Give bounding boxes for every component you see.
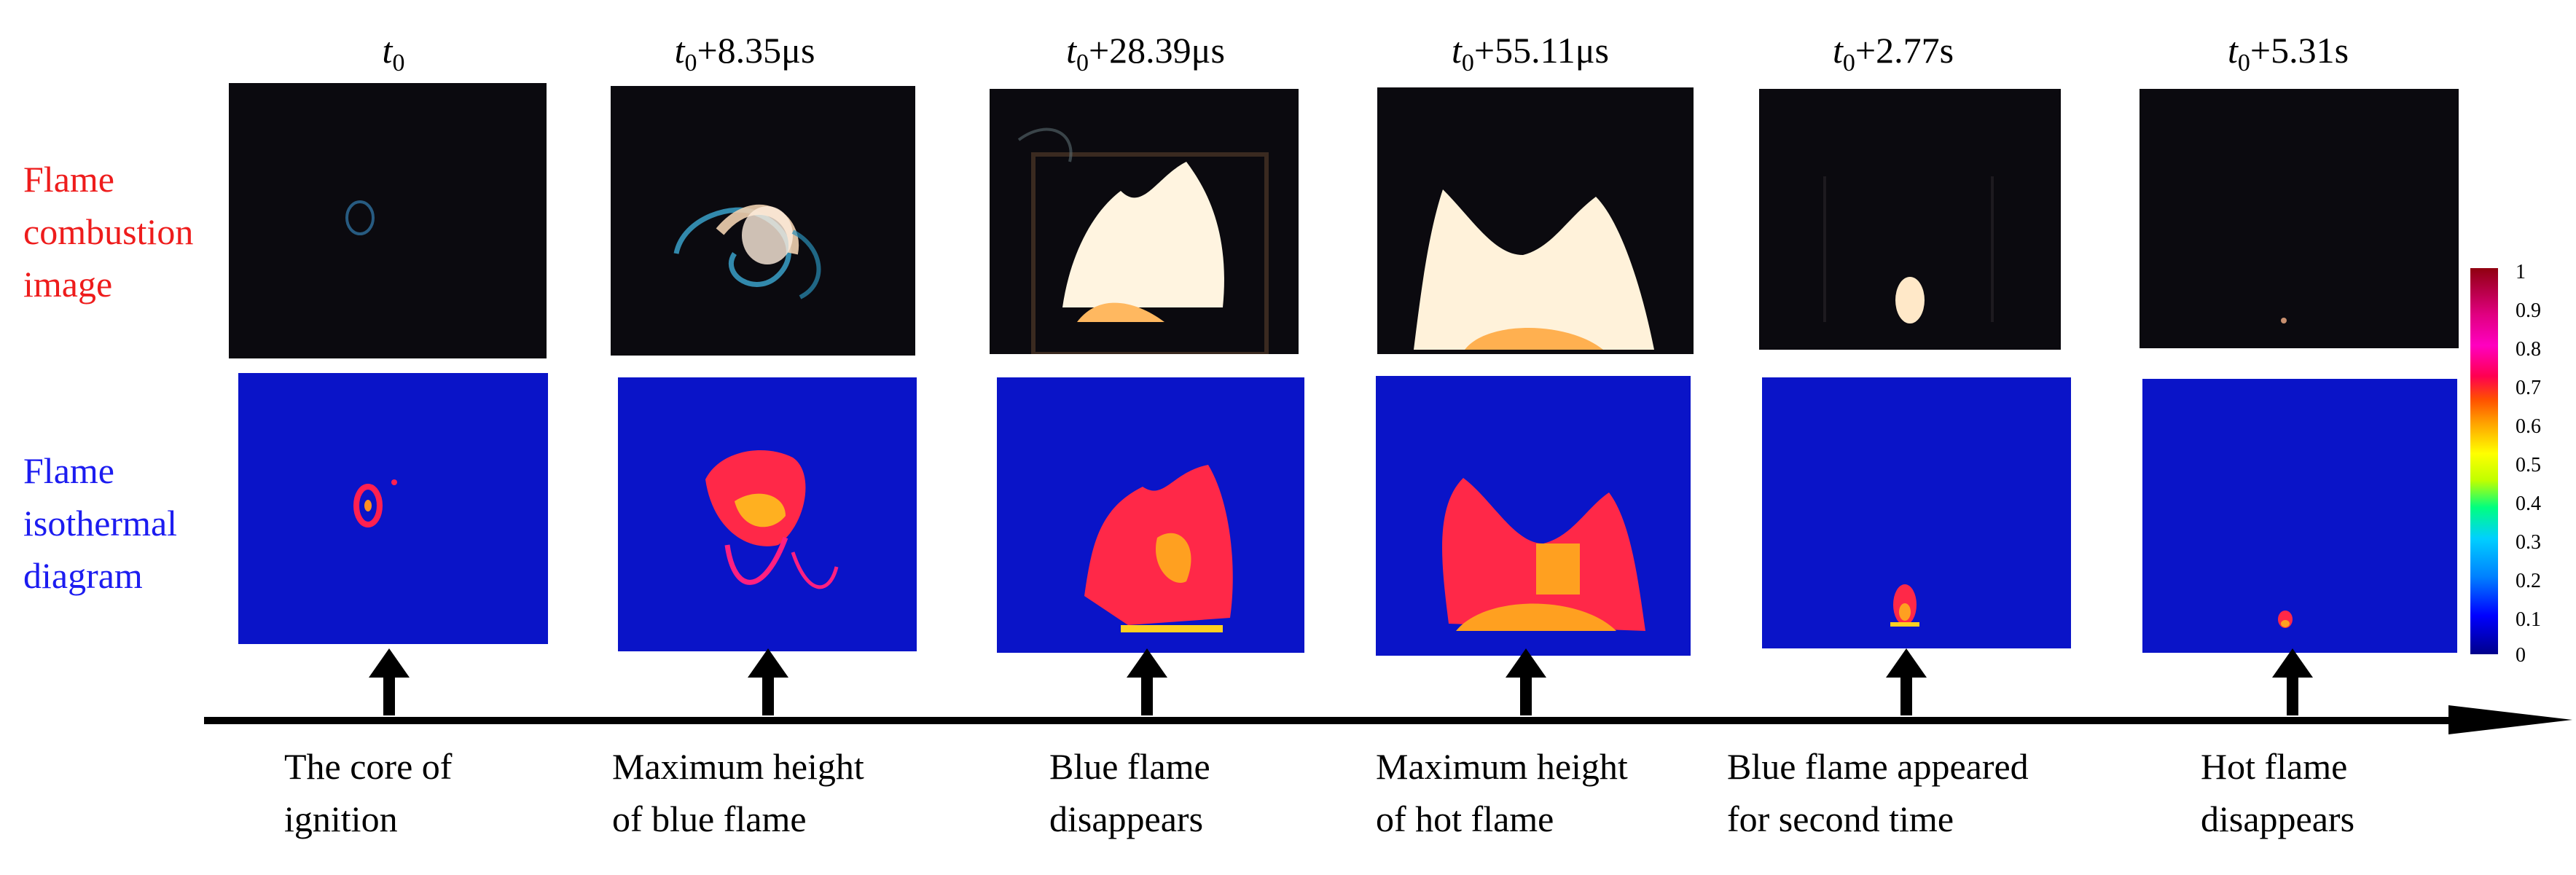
isothermal-map-2 <box>618 377 917 651</box>
colorbar-tick: 0.2 <box>2516 570 2541 592</box>
row-label-line: combustion <box>23 211 194 252</box>
colorbar-tick: 1 <box>2516 261 2526 283</box>
flame-photo-6 <box>2140 89 2459 348</box>
event-marker-arrow-2 <box>748 648 788 715</box>
colorbar-tick: 0 <box>2516 644 2526 667</box>
isothermal-map-1 <box>238 373 548 644</box>
flame-photo-3 <box>990 89 1299 354</box>
isothermal-map-5 <box>1762 377 2071 648</box>
isothermal-map-4 <box>1376 376 1691 656</box>
flame-photo-5 <box>1759 89 2061 350</box>
flame-photo-2 <box>611 86 915 356</box>
time-label-2: t0+8.35μs <box>674 30 815 76</box>
time-label-6: t0+5.31s <box>2227 30 2349 76</box>
timeline-arrow <box>204 705 2572 734</box>
event-marker-arrow-3 <box>1127 648 1167 715</box>
flame-photo-4 <box>1377 87 1694 354</box>
time-label-1: t0 <box>382 30 405 76</box>
isothermal-diagram-row-label: Flame isothermal diagram <box>23 444 177 602</box>
event-marker-arrow-5 <box>1886 648 1927 715</box>
event-marker-arrow-1 <box>369 648 410 715</box>
colorbar-tick: 0.3 <box>2516 531 2541 554</box>
colorbar <box>2470 268 2498 654</box>
isothermal-map-3 <box>997 377 1304 653</box>
row-label-line: diagram <box>23 555 143 596</box>
event-marker-arrow-4 <box>1506 648 1546 715</box>
flame-photo-1 <box>229 83 547 358</box>
colorbar-tick: 0.1 <box>2516 608 2541 631</box>
row-label-line: image <box>23 264 113 305</box>
colorbar-tick: 0.8 <box>2516 338 2541 361</box>
event-marker-arrow-6 <box>2272 648 2313 715</box>
time-label-4: t0+55.11μs <box>1451 30 1609 76</box>
isothermal-map-6 <box>2142 379 2457 653</box>
time-label-5: t0+2.77s <box>1832 30 1954 76</box>
colorbar-tick: 0.4 <box>2516 493 2541 515</box>
colorbar-tick: 0.7 <box>2516 377 2541 399</box>
colorbar-tick: 0.6 <box>2516 415 2541 438</box>
combustion-image-row-label: Flame combustion image <box>23 153 193 310</box>
row-label-line: isothermal <box>23 503 178 544</box>
row-label-line: Flame <box>23 450 114 491</box>
time-label-3: t0+28.39μs <box>1066 30 1225 76</box>
row-label-line: Flame <box>23 159 114 200</box>
colorbar-tick: 0.9 <box>2516 299 2541 322</box>
colorbar-tick: 0.5 <box>2516 454 2541 476</box>
